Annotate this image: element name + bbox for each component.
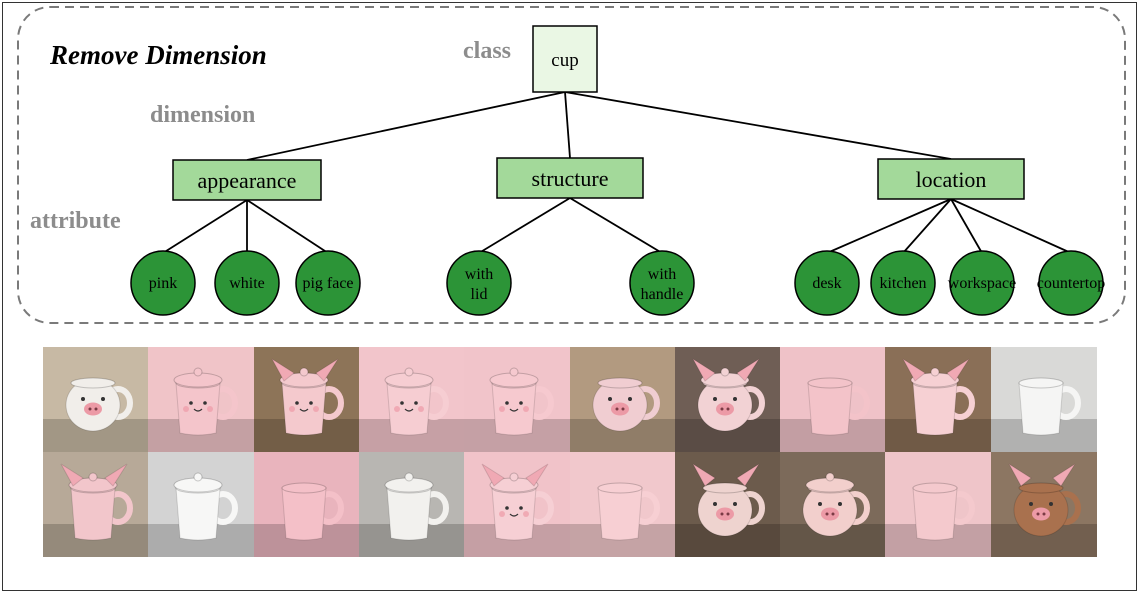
- diagram-title: Remove Dimension: [49, 40, 267, 70]
- attribute-node-ellipse: [446, 250, 512, 316]
- dimension-node-location: location: [877, 158, 1025, 200]
- attribute-node-label: pink: [149, 275, 177, 292]
- attribute-node-label: kitchen: [879, 275, 926, 292]
- cup-image: [148, 347, 255, 452]
- cup-image: [43, 452, 149, 557]
- cup-image: [569, 347, 676, 452]
- cup-image: [569, 452, 676, 557]
- attribute-node: white: [214, 250, 280, 316]
- cup-image: [990, 452, 1097, 557]
- cup-image: [358, 452, 465, 557]
- attribute-node-label: workspace: [948, 275, 1016, 292]
- level-label-class: class: [463, 38, 511, 64]
- attribute-node: pink: [130, 250, 196, 316]
- attribute-node: workspace: [948, 250, 1016, 316]
- cup-image: [43, 347, 149, 452]
- dimension-node-appearance: appearance: [172, 159, 322, 201]
- attribute-node-ellipse: [949, 250, 1015, 316]
- cup-image: [464, 452, 571, 557]
- cup-image: [253, 347, 360, 452]
- root-node-box: [532, 25, 598, 93]
- edge-appearance-to-attribute: [162, 199, 248, 254]
- level-label-dimension: dimension: [150, 102, 255, 128]
- attribute-node-ellipse: [130, 250, 196, 316]
- edge-location-to-attribute: [950, 198, 983, 254]
- cup-image: [148, 452, 255, 557]
- tree-nodes: cup appearance pink white pig face structure w…: [130, 25, 1105, 316]
- cup-image: [990, 347, 1097, 452]
- attribute-node-label: countertop: [1037, 275, 1105, 292]
- cup-image: [780, 452, 887, 557]
- attribute-node-ellipse: [794, 250, 860, 316]
- dashed-region: [17, 6, 1126, 324]
- root-node: cup: [532, 25, 598, 93]
- attribute-node-ellipse: [295, 250, 361, 316]
- cup-image: [464, 347, 571, 452]
- level-label-attribute: attribute: [30, 208, 121, 234]
- attribute-node-ellipse: [1038, 250, 1104, 316]
- attribute-node: countertop: [1037, 250, 1105, 316]
- cup-image: [885, 452, 992, 557]
- edge-root-to-location: [564, 91, 952, 160]
- dimension-node-label: location: [916, 167, 987, 192]
- attribute-node: desk: [794, 250, 860, 316]
- edge-appearance-to-attribute: [246, 199, 329, 254]
- edge-structure-to-attribute: [569, 197, 663, 254]
- attribute-node-ellipse: [870, 250, 936, 316]
- edge-location-to-attribute: [902, 198, 952, 254]
- dimension-node-label: appearance: [198, 168, 297, 193]
- cup-image: [253, 452, 360, 557]
- cup-image: [885, 347, 992, 452]
- attribute-node: pig face: [295, 250, 361, 316]
- cup-image: [674, 347, 781, 452]
- dimension-node-structure: structure: [496, 157, 644, 199]
- root-node-label: cup: [551, 50, 578, 71]
- attribute-node-label: pig face: [302, 275, 353, 292]
- attribute-node-ellipse: [629, 250, 695, 316]
- taxonomy-tree: Remove Dimension class dimension attribu…: [17, 6, 1126, 324]
- attribute-node: kitchen: [870, 250, 936, 316]
- tree-edges: [162, 91, 1072, 254]
- attribute-node-label: desk: [812, 275, 841, 292]
- cup-image: [674, 452, 781, 557]
- edge-location-to-attribute: [950, 198, 1072, 254]
- edge-root-to-structure: [564, 91, 571, 159]
- dimension-node-box: [496, 157, 644, 199]
- dimension-node-box: [877, 158, 1025, 200]
- dimension-node-label: structure: [532, 166, 609, 191]
- attribute-node-ellipse: [214, 250, 280, 316]
- edge-location-to-attribute: [826, 198, 952, 254]
- attribute-node-label: white: [229, 275, 265, 292]
- dimension-node-box: [172, 159, 322, 201]
- cup-image: [780, 347, 887, 452]
- cup-image: [358, 347, 465, 452]
- edge-root-to-appearance: [246, 91, 566, 161]
- edge-structure-to-attribute: [478, 197, 571, 254]
